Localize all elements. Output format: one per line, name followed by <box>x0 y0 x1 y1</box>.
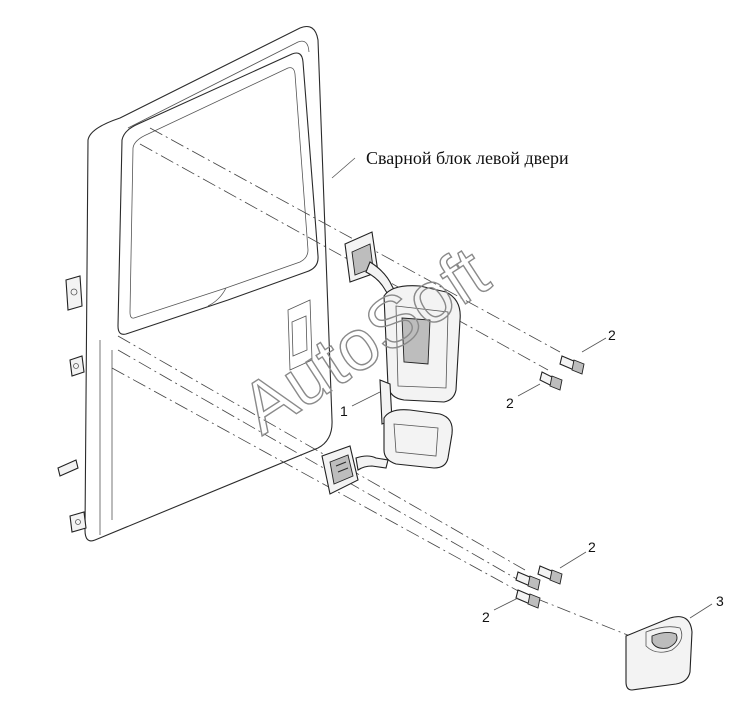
bolt-lower-2 <box>515 571 541 591</box>
bolt-upper-2 <box>539 371 563 391</box>
bolt-upper-1 <box>559 355 585 375</box>
callout-2-lower-right: 2 <box>588 539 596 555</box>
title-leader-line <box>331 157 356 179</box>
callout-leaders <box>351 337 713 619</box>
bracket-cover <box>625 616 693 691</box>
callout-2-upper-left: 2 <box>506 395 514 411</box>
callout-1: 1 <box>340 403 348 419</box>
callout-3: 3 <box>716 593 724 609</box>
bolt-lower-1 <box>537 565 563 585</box>
mirror-assembly <box>321 231 461 495</box>
door-outline <box>57 25 333 542</box>
title-label: Сварной блок левой двери <box>366 148 569 168</box>
bolt-lower-3 <box>515 589 541 609</box>
callout-2-upper-right: 2 <box>608 327 616 343</box>
alignment-lines <box>111 127 641 641</box>
callout-2-lower-left: 2 <box>482 609 490 625</box>
